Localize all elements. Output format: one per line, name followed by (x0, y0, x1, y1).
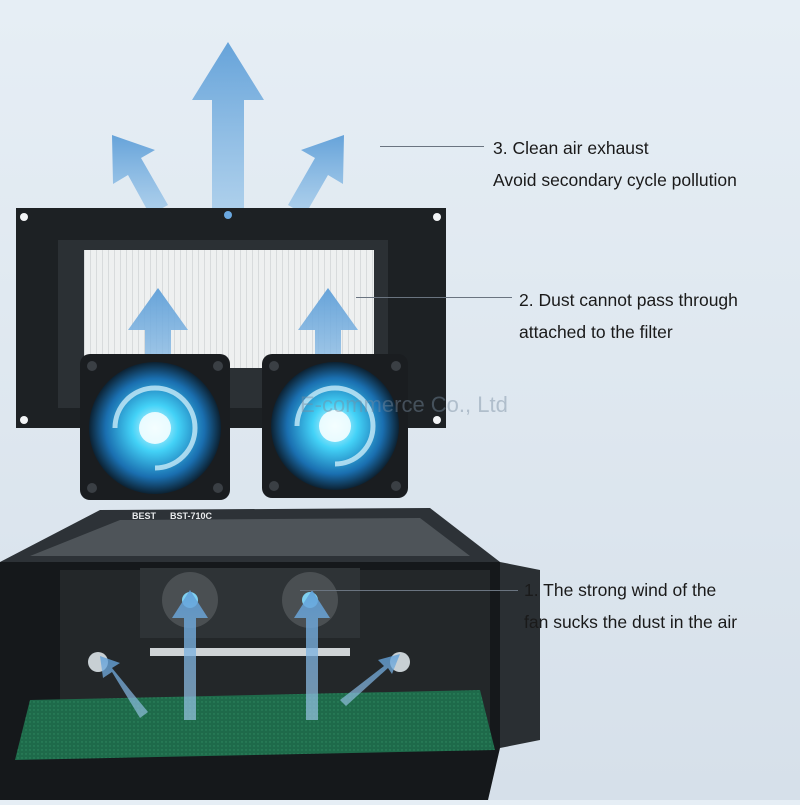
green-mat (15, 690, 495, 760)
filter-arrows (128, 288, 358, 390)
annotation-exhaust-line1: 3. Clean air exhaust (493, 138, 649, 158)
annotation-filter-line2: attached to the filter (519, 322, 673, 342)
watermark: E-commerce Co., Ltd (300, 392, 508, 417)
device-housing (0, 508, 540, 800)
annotation-exhaust-line2: Avoid secondary cycle pollution (493, 170, 737, 190)
brand-logo: BEST (132, 511, 157, 521)
annotation-fan: 1. The strong wind of the fan sucks the … (524, 574, 737, 638)
right-fan (262, 354, 408, 498)
leader-line-fan (300, 590, 518, 591)
suction-arrows (100, 590, 400, 720)
annotation-filter-line1: 2. Dust cannot pass through (519, 290, 738, 310)
leader-line-filter (356, 297, 512, 298)
left-fan (80, 354, 230, 500)
annotation-fan-line1: 1. The strong wind of the (524, 580, 717, 600)
leader-line-exhaust (380, 146, 484, 147)
annotation-filter: 2. Dust cannot pass through attached to … (519, 284, 738, 348)
device-label: BST-710C (170, 511, 213, 521)
exhaust-arrows (112, 42, 344, 215)
annotation-exhaust: 3. Clean air exhaust Avoid secondary cyc… (493, 132, 737, 196)
annotation-fan-line2: fan sucks the dust in the air (524, 612, 738, 632)
